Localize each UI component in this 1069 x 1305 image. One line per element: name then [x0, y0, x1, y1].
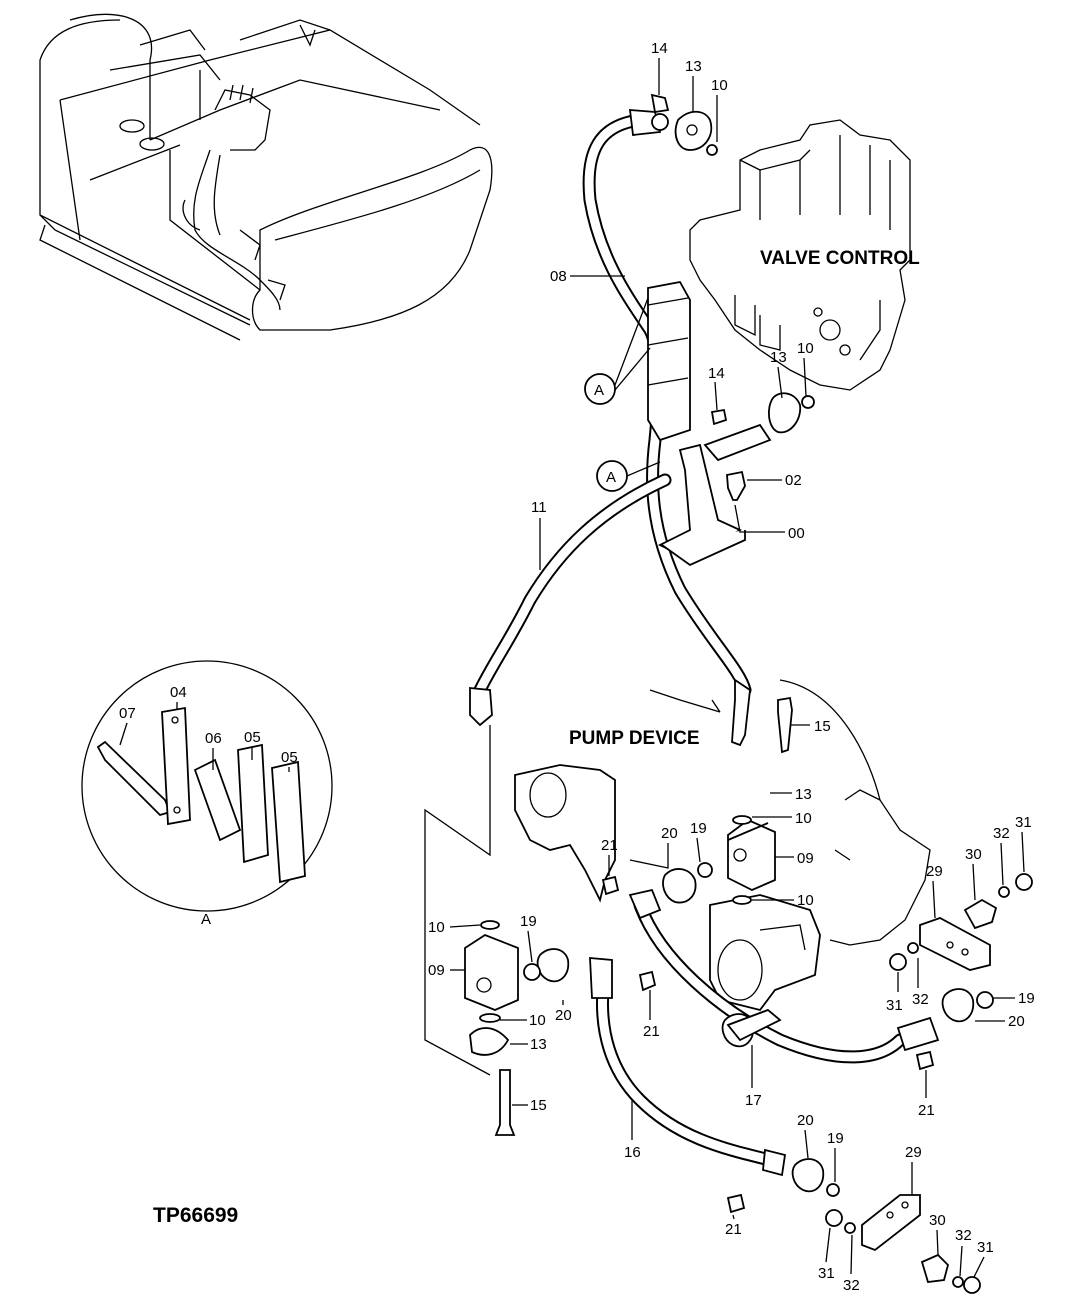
bolt-02 [726, 470, 746, 501]
detail-a-caption: A [201, 911, 211, 928]
group-bracket [424, 725, 491, 1076]
callout-08: 08 [550, 268, 567, 285]
callout-06: 06 [205, 730, 222, 747]
label-pump-device: PUMP DEVICE [569, 728, 700, 749]
clamp-assembly [647, 280, 772, 567]
detail-a-view [81, 660, 333, 912]
callout-10f: 10 [529, 1012, 546, 1029]
callout-31b: 31 [886, 997, 903, 1014]
callout-29b: 29 [905, 1144, 922, 1161]
callout-a-upper: A [584, 297, 651, 405]
callout-19c: 19 [1018, 990, 1035, 1007]
svg-text:A: A [594, 382, 604, 399]
callout-32c: 32 [843, 1277, 860, 1294]
callout-07: 07 [119, 705, 136, 722]
callout-13d: 13 [530, 1036, 547, 1053]
callout-05b: 05 [281, 749, 298, 766]
callout-31c: 31 [818, 1265, 835, 1282]
callout-14b: 14 [708, 365, 725, 382]
callout-19b: 19 [520, 913, 537, 930]
callout-19d: 19 [827, 1130, 844, 1147]
callout-09b: 09 [428, 962, 445, 979]
valve-control-body [689, 119, 911, 391]
leader-lines [119, 58, 1025, 1278]
callout-31d: 31 [977, 1239, 994, 1256]
callout-19a: 19 [690, 820, 707, 837]
callout-04: 04 [170, 684, 187, 701]
callout-a-lower: A [596, 460, 661, 492]
leader-pump-device [649, 689, 721, 713]
callout-20c: 20 [1008, 1013, 1025, 1030]
callout-10b: 10 [797, 340, 814, 357]
callout-15b: 15 [530, 1097, 547, 1114]
callout-32a: 32 [993, 825, 1010, 842]
svg-text:A: A [606, 469, 616, 486]
block-09-left [464, 933, 519, 1011]
callout-13b: 13 [770, 349, 787, 366]
callout-13a: 13 [685, 58, 702, 75]
callout-31a: 31 [1015, 814, 1032, 831]
pump-device-body [514, 679, 931, 1012]
callout-16: 16 [624, 1144, 641, 1161]
callout-09a: 09 [797, 850, 814, 867]
callout-05a: 05 [244, 729, 261, 746]
callout-32d: 32 [955, 1227, 972, 1244]
callout-13c: 13 [795, 786, 812, 803]
figure-code: TP66699 [153, 1204, 238, 1227]
hose-16 [589, 957, 787, 1177]
callout-15a: 15 [814, 718, 831, 735]
callout-32b: 32 [912, 991, 929, 1008]
callout-14a: 14 [651, 40, 668, 57]
label-valve-control: VALVE CONTROL [760, 248, 920, 269]
hose-17 [628, 888, 940, 1064]
callout-10c: 10 [795, 810, 812, 827]
callout-10e: 10 [428, 919, 445, 936]
callout-20d: 20 [797, 1112, 814, 1129]
callout-21b: 21 [643, 1023, 660, 1040]
bolts [494, 696, 935, 1214]
callout-17: 17 [745, 1092, 762, 1109]
pump-fittings [469, 815, 994, 1197]
callout-21d: 21 [725, 1221, 742, 1238]
callout-10d: 10 [797, 892, 814, 909]
callout-30b: 30 [929, 1212, 946, 1229]
callout-29a: 29 [926, 863, 943, 880]
callout-11: 11 [531, 499, 547, 516]
hose-11 [469, 473, 672, 727]
callout-00: 00 [788, 525, 805, 542]
mount-lower [825, 1194, 981, 1294]
callout-30a: 30 [965, 846, 982, 863]
machine-overview-illustration [39, 13, 493, 341]
callout-20b: 20 [555, 1007, 572, 1024]
mount-upper [889, 873, 1033, 971]
callout-20a: 20 [661, 825, 678, 842]
valve-port-parts [650, 93, 815, 434]
callout-10a: 10 [711, 77, 728, 94]
callout-21a: 21 [601, 837, 618, 854]
callout-labels: 14 13 10 08 13 10 14 02 00 11 15 13 10 2… [119, 40, 1035, 1294]
callout-21c: 21 [918, 1102, 935, 1119]
callout-02: 02 [785, 472, 802, 489]
